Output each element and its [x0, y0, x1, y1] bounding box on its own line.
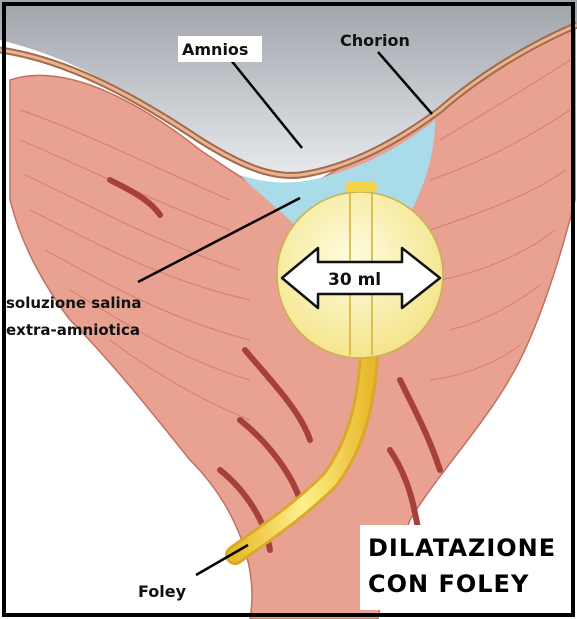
title-line1: DILATAZIONE: [368, 534, 556, 562]
label-volume: 30 ml: [328, 270, 381, 290]
catheter-tip: [345, 182, 377, 192]
label-chorion: Chorion: [340, 31, 410, 50]
label-foley: Foley: [138, 582, 187, 601]
title-line2: CON FOLEY: [368, 570, 529, 598]
label-amnios: Amnios: [182, 40, 248, 59]
label-saline-line1: soluzione salina: [6, 294, 141, 312]
label-saline-line2: extra-amniotica: [6, 321, 140, 339]
